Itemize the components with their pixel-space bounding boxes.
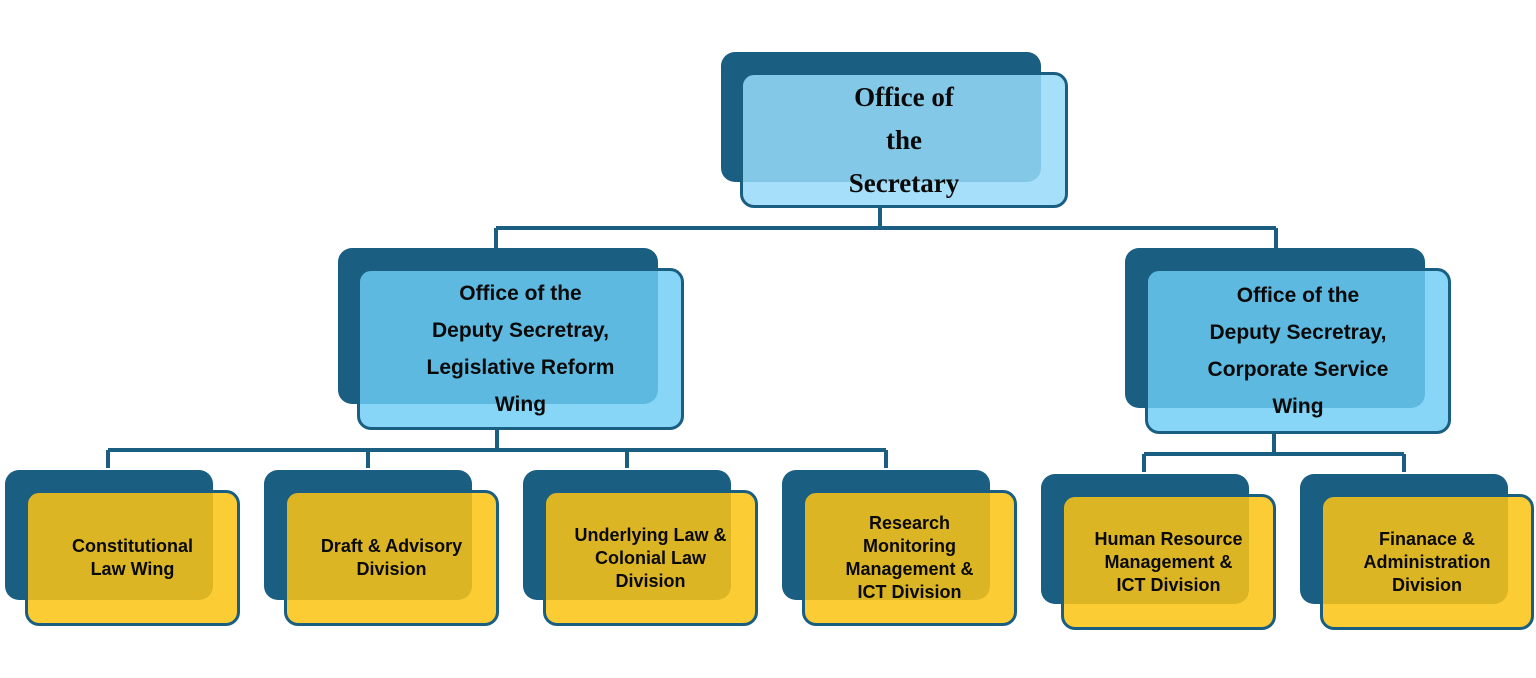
- label-line: Underlying Law &: [574, 524, 727, 545]
- node-label: Research Monitoring Management & ICT Div…: [845, 512, 973, 604]
- label-line: Colonial Law: [594, 547, 706, 568]
- label-line: the: [885, 124, 922, 155]
- node-label: Finanace & Administration Division: [1363, 528, 1490, 597]
- label-line: Deputy Secretray,: [431, 319, 610, 342]
- node-box: Research Monitoring Management & ICT Div…: [802, 490, 1017, 626]
- node-box: Office of the Secretary: [740, 72, 1068, 208]
- label-line: Deputy Secretray,: [1209, 321, 1387, 344]
- node-box: Human Resource Management & ICT Division: [1061, 494, 1276, 630]
- label-line: Management &: [1104, 551, 1233, 572]
- label-line: ICT Division: [1116, 574, 1221, 595]
- label-line: Administration: [1363, 551, 1491, 572]
- label-line: Office of: [854, 81, 954, 112]
- label-line: Secretary: [848, 167, 960, 198]
- label-line: Management &: [845, 559, 974, 579]
- label-line: Constitutional: [72, 536, 193, 556]
- label-line: Corporate Service: [1207, 358, 1389, 381]
- label-line: Legislative Reform: [426, 356, 615, 379]
- node-label: Underlying Law & Colonial Law Division: [574, 524, 726, 593]
- label-line: Human Resource: [1094, 528, 1243, 549]
- node-box: Draft & Advisory Division: [284, 490, 499, 626]
- node-box: Underlying Law & Colonial Law Division: [543, 490, 758, 626]
- node-box: Finanace & Administration Division: [1320, 494, 1534, 630]
- node-label: Office of the Deputy Secretray, Legislat…: [427, 275, 615, 423]
- node-label: Human Resource Management & ICT Division: [1094, 528, 1242, 597]
- label-line: Draft & Advisory: [320, 536, 463, 556]
- label-line: Office of the: [1236, 284, 1360, 307]
- label-line: Wing: [494, 393, 547, 416]
- label-line: Law Wing: [90, 559, 175, 579]
- node-label: Office of the Deputy Secretray, Corporat…: [1208, 277, 1389, 425]
- node-box: Office of the Deputy Secretray, Corporat…: [1145, 268, 1451, 434]
- node-box: Office of the Deputy Secretray, Legislat…: [357, 268, 684, 430]
- node-label: Draft & Advisory Division: [321, 535, 462, 581]
- label-line: ICT Division: [857, 582, 962, 602]
- label-line: Monitoring: [863, 536, 956, 556]
- node-label: Office of the Secretary: [849, 76, 959, 205]
- label-line: Division: [615, 570, 686, 591]
- label-line: Research: [868, 513, 951, 533]
- label-line: Division: [1391, 574, 1462, 595]
- label-line: Division: [356, 559, 427, 579]
- node-box: Constitutional Law Wing: [25, 490, 240, 626]
- label-line: Wing: [1272, 395, 1324, 418]
- label-line: Finanace &: [1378, 528, 1475, 549]
- label-line: Office of the: [459, 282, 582, 305]
- node-label: Constitutional Law Wing: [72, 535, 193, 581]
